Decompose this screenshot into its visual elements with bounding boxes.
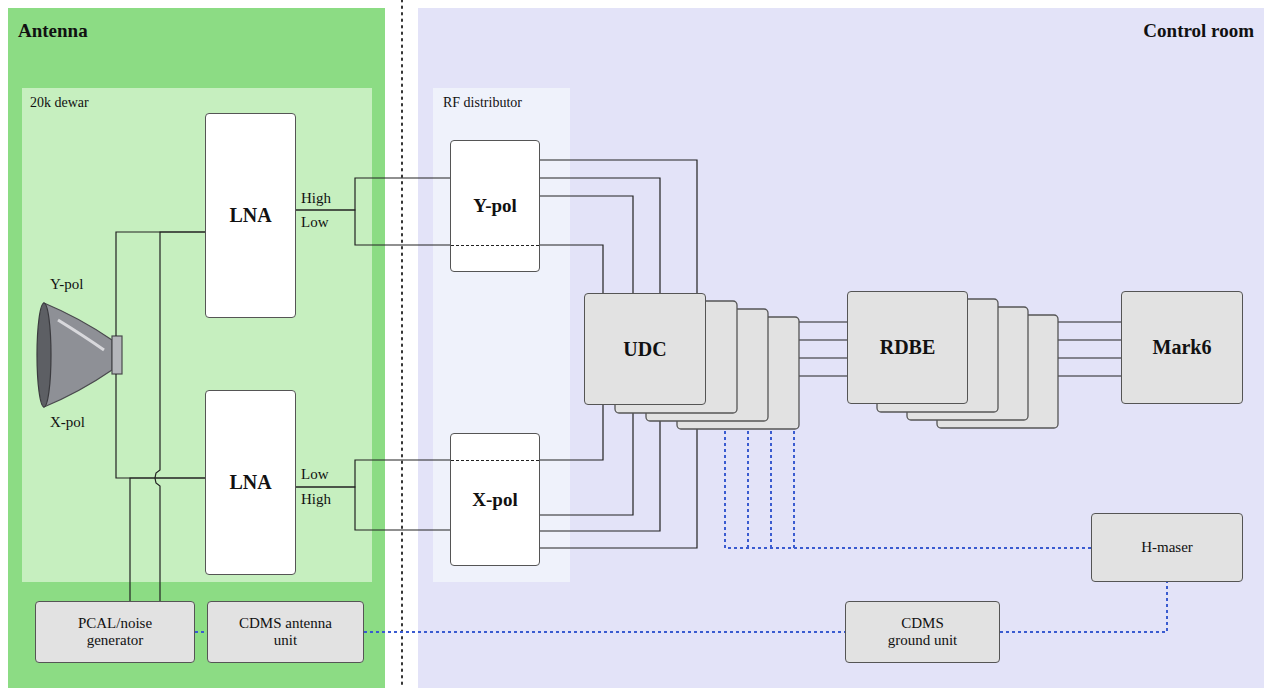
generator-box: PCAL/noise generator (35, 601, 195, 663)
control-room-panel: Control roomRF distributorY-polX-polUDCR… (418, 8, 1264, 688)
box-label: UDC (623, 338, 666, 361)
band-label: Low (301, 466, 329, 483)
box-label: H-maser (1141, 539, 1193, 556)
band-label: Low (301, 214, 329, 231)
pass-through-line (451, 460, 539, 461)
maser-box: H-maser (1091, 513, 1243, 582)
box-label: Mark6 (1153, 336, 1212, 359)
polarization-label: X-pol (50, 414, 85, 431)
band-label: High (301, 190, 331, 207)
polarization-label: Y-pol (50, 276, 83, 293)
box-label: RDBE (880, 336, 936, 359)
polarization-box: X-pol (450, 433, 540, 566)
timing-link (364, 631, 845, 633)
region-title: RF distributor (443, 95, 522, 111)
box-label: LNA (229, 204, 271, 227)
pass-through-line (451, 245, 539, 246)
cdms-box: CDMS antenna unit (207, 601, 364, 663)
box-label: X-pol (472, 489, 517, 511)
horn-mouth (37, 303, 51, 407)
recorder-box: Mark6 (1121, 291, 1243, 404)
separator-line (401, 0, 403, 688)
box-label: LNA (229, 471, 271, 494)
band-label: High (301, 491, 331, 508)
polarization-box: Y-pol (450, 140, 540, 272)
amplifier-box: LNA (205, 113, 296, 318)
region-title: Antenna (18, 20, 88, 42)
region-title: 20k dewar (30, 95, 89, 111)
cdms-box: CDMS ground unit (845, 601, 1000, 663)
horn-throat (112, 336, 122, 374)
amplifier-box: LNA (205, 390, 296, 575)
box-label: Y-pol (473, 195, 517, 217)
converter-box: UDC (584, 293, 706, 405)
box-label: CDMS ground unit (882, 615, 963, 650)
box-label: CDMS antenna unit (236, 615, 335, 650)
distributor-region: RF distributorY-polX-pol (433, 88, 570, 582)
backend-box: RDBE (847, 291, 968, 404)
box-label: PCAL/noise generator (64, 615, 166, 650)
region-title: Control room (1143, 20, 1254, 42)
